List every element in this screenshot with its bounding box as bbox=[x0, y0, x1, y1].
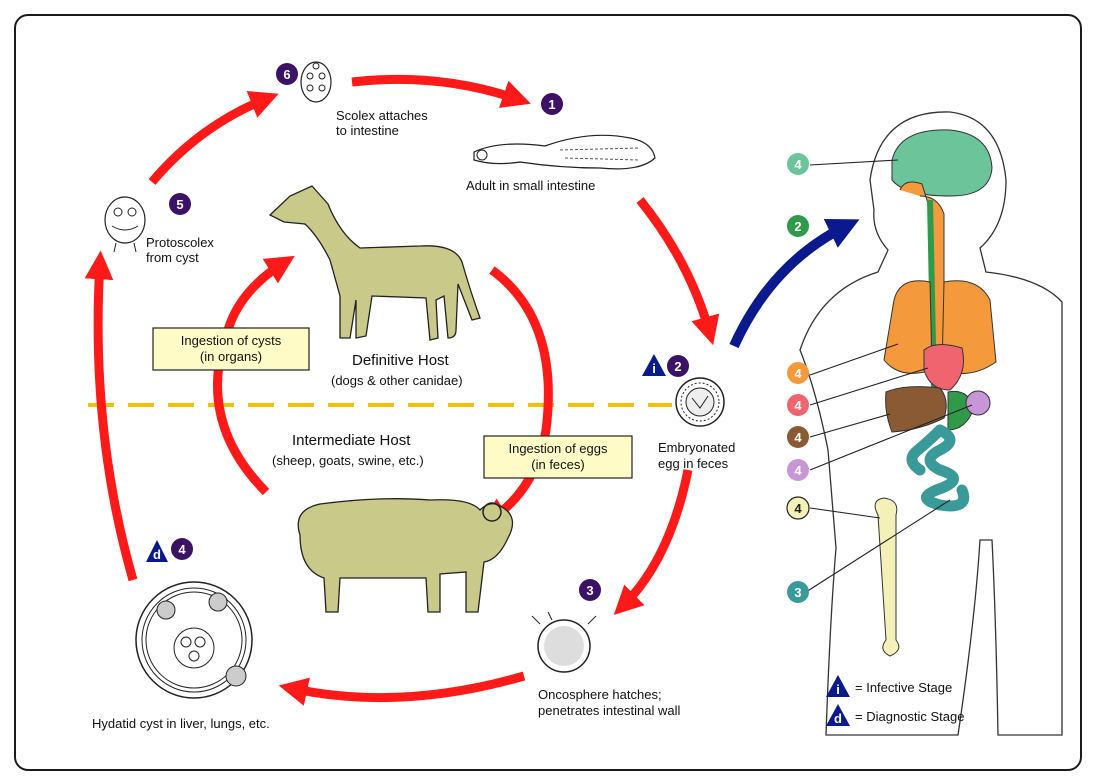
liver-organ bbox=[885, 386, 947, 433]
intermediate-host-subtitle: (sheep, goats, swine, etc.) bbox=[272, 453, 424, 468]
svg-text:3: 3 bbox=[794, 585, 801, 600]
stage-3-label-line2: penetrates intestinal wall bbox=[538, 703, 680, 718]
sheep-illustration bbox=[297, 498, 514, 613]
embryonated-egg-illustration bbox=[675, 377, 725, 427]
arrow-3-to-4 bbox=[278, 671, 526, 706]
svg-text:4: 4 bbox=[794, 463, 802, 478]
definitive-host-title: Definitive Host bbox=[352, 352, 450, 369]
stage-3-badge: 3 bbox=[579, 579, 601, 601]
organ-leader-lines bbox=[805, 159, 973, 593]
stage-2-infective-symbol: i bbox=[642, 354, 666, 376]
spleen-organ bbox=[965, 390, 991, 416]
svg-text:1: 1 bbox=[548, 97, 555, 112]
stage-1-badge: 1 bbox=[541, 93, 563, 115]
intestine-organ bbox=[906, 424, 970, 512]
intestine-stage-badge: 3 bbox=[787, 581, 809, 603]
svg-text:d: d bbox=[834, 711, 842, 726]
svg-text:3: 3 bbox=[586, 583, 593, 598]
bone-stage-badge: 4 bbox=[786, 496, 810, 520]
legend-infective: i = Infective Stage bbox=[826, 675, 952, 697]
dog-illustration bbox=[268, 185, 481, 341]
liver-stage-badge: 4 bbox=[787, 426, 809, 448]
arrow-2-to-3 bbox=[613, 469, 693, 616]
stage-5-label-line2: from cyst bbox=[146, 250, 199, 265]
spleen-stage-badge: 4 bbox=[787, 459, 809, 481]
svg-text:(in organs): (in organs) bbox=[200, 349, 262, 364]
svg-text:d: d bbox=[153, 547, 161, 562]
svg-text:4: 4 bbox=[794, 501, 802, 516]
stage-6-badge: 6 bbox=[276, 63, 298, 85]
stage-2-label-line1: Embryonated bbox=[658, 440, 735, 455]
ingestion-of-eggs-box: Ingestion of eggs (in feces) bbox=[483, 435, 633, 479]
stage-6-label-line2: to intestine bbox=[336, 123, 399, 138]
arrow-1-to-2 bbox=[636, 197, 720, 346]
arrow-5-to-6 bbox=[148, 90, 279, 185]
definitive-host-subtitle: (dogs & other canidae) bbox=[331, 373, 463, 388]
arrow-egg-to-human bbox=[729, 219, 860, 349]
svg-text:= Diagnostic Stage: = Diagnostic Stage bbox=[855, 709, 964, 724]
oncosphere-illustration bbox=[531, 611, 597, 673]
svg-text:(in feces): (in feces) bbox=[531, 457, 584, 472]
heart-stage-badge: 4 bbox=[787, 394, 809, 416]
human-ingestion-badge: 2 bbox=[787, 215, 809, 237]
arrow-6-to-1 bbox=[351, 74, 531, 108]
stage-2-badge: 2 bbox=[667, 355, 689, 377]
lung-stage-badge: 4 bbox=[787, 362, 809, 384]
brain-stage-badge: 4 bbox=[787, 153, 809, 175]
svg-text:4: 4 bbox=[794, 157, 802, 172]
svg-text:2: 2 bbox=[794, 219, 801, 234]
intermediate-host-title: Intermediate Host bbox=[292, 432, 411, 449]
arrow-dog-to-sheep bbox=[480, 266, 553, 527]
scolex-illustration bbox=[300, 61, 332, 103]
stage-6-label-line1: Scolex attaches bbox=[336, 108, 428, 123]
stage-4-diagnostic-symbol: d bbox=[146, 540, 168, 562]
svg-text:Ingestion of eggs: Ingestion of eggs bbox=[508, 441, 608, 456]
svg-text:i: i bbox=[836, 682, 840, 697]
stage-2-label-line2: egg in feces bbox=[658, 456, 729, 471]
stage-5-label-line1: Protoscolex bbox=[146, 235, 214, 250]
svg-text:4: 4 bbox=[794, 366, 802, 381]
stage-5-badge: 5 bbox=[169, 193, 191, 215]
svg-text:5: 5 bbox=[176, 197, 183, 212]
heart-organ bbox=[923, 344, 964, 391]
ingestion-of-cysts-box: Ingestion of cysts (in organs) bbox=[152, 327, 310, 371]
stage-4-label: Hydatid cyst in liver, lungs, etc. bbox=[92, 716, 270, 731]
hydatid-cyst-illustration bbox=[135, 581, 253, 699]
stage-4-badge: 4 bbox=[171, 538, 193, 560]
svg-text:4: 4 bbox=[794, 398, 802, 413]
svg-text:4: 4 bbox=[794, 430, 802, 445]
protoscolex-illustration bbox=[104, 196, 146, 253]
legend-diagnostic: d = Diagnostic Stage bbox=[826, 704, 964, 726]
bone-organ bbox=[874, 497, 900, 657]
svg-text:4: 4 bbox=[178, 542, 186, 557]
human-figure bbox=[799, 111, 1063, 736]
svg-text:= Infective Stage: = Infective Stage bbox=[855, 680, 952, 695]
adult-tapeworm-illustration bbox=[473, 134, 656, 170]
stage-1-label: Adult in small intestine bbox=[466, 178, 595, 193]
arrow-4-to-5 bbox=[84, 250, 138, 582]
sheep-horn bbox=[482, 502, 502, 522]
svg-text:2: 2 bbox=[674, 359, 681, 374]
svg-text:6: 6 bbox=[283, 67, 290, 82]
stage-3-label-line1: Oncosphere hatches; bbox=[538, 687, 662, 702]
svg-text:i: i bbox=[652, 361, 656, 376]
svg-text:Ingestion of cysts: Ingestion of cysts bbox=[181, 333, 282, 348]
